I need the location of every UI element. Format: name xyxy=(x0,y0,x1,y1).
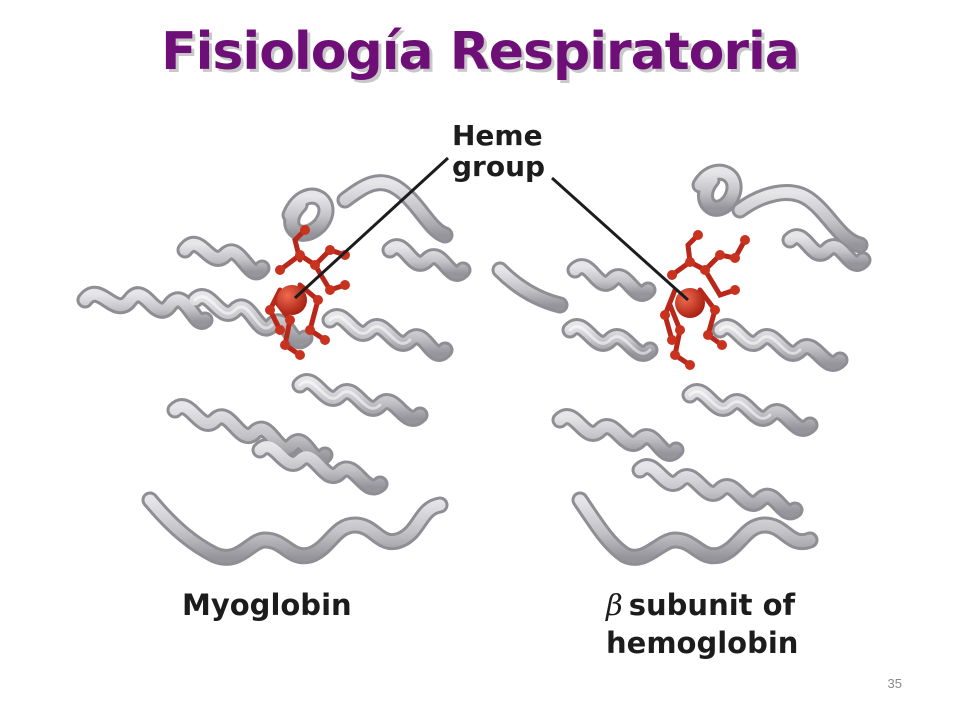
myoglobin-ribbon xyxy=(76,174,472,566)
callout-leader-lines xyxy=(293,156,690,302)
caption-line-2: hemoglobin xyxy=(606,626,799,660)
hemoglobin-beta-ribbon xyxy=(491,163,872,566)
myoglobin-caption: Myoglobin xyxy=(182,588,352,622)
beta-symbol: β xyxy=(606,588,623,622)
caption-line-1: subunit of xyxy=(628,588,796,622)
slide-title: Fisiología Respiratoria xyxy=(161,22,800,82)
hemoglobin-heme-group xyxy=(660,230,750,370)
callout-line-1: Heme xyxy=(452,119,543,152)
callout-line-2: group xyxy=(452,150,546,183)
heme-group-callout: Heme group xyxy=(452,120,545,182)
page-number: 35 xyxy=(887,676,902,691)
